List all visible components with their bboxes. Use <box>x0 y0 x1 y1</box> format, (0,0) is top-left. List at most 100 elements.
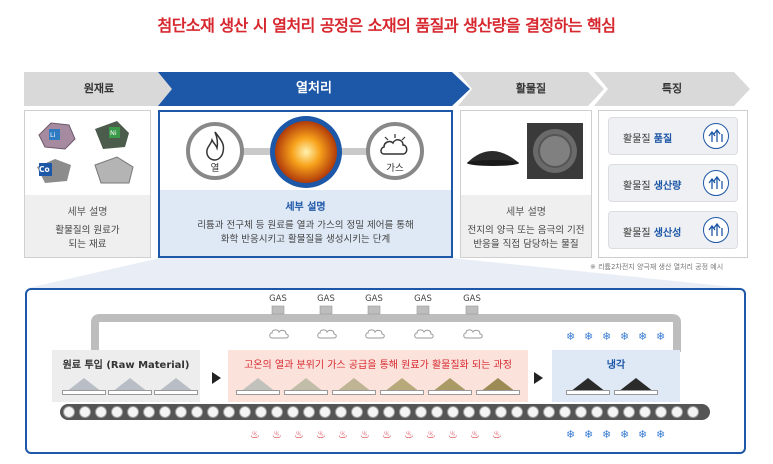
roller <box>319 406 331 418</box>
flame-icon: ♨ <box>294 428 304 441</box>
description-line: 전지의 양극 또는 음극의 기전 <box>467 225 585 236</box>
roller <box>447 406 459 418</box>
roller <box>303 406 315 418</box>
roller <box>559 406 571 418</box>
roller <box>255 406 267 418</box>
snowflake-icon: ❄ <box>638 428 648 441</box>
raw-material-description: 세부 설명 활물질의 원료가 되는 재료 <box>25 195 150 257</box>
gas-ring: 가스 <box>366 122 424 180</box>
roller <box>175 406 187 418</box>
roller <box>575 406 587 418</box>
stage-label: 원재료 <box>83 82 115 95</box>
material-tray <box>154 378 198 395</box>
stage-heat-treatment: 열처리 <box>158 72 470 106</box>
stage-label: 열처리 <box>296 81 332 96</box>
roller <box>239 406 251 418</box>
active-material-images <box>467 123 583 179</box>
material-tray <box>428 378 472 395</box>
heat-ring: 열 <box>186 122 244 180</box>
roller <box>207 406 219 418</box>
flame-icon: ♨ <box>426 428 436 441</box>
footnote: ※ 리튬2차전지 양극재 생산 열처리 공정 예시 <box>590 263 724 271</box>
roller <box>79 406 91 418</box>
description-line: 화학 반응시키고 활물질을 생성시키는 단계 <box>220 234 391 245</box>
flame-icon: ♨ <box>316 428 326 441</box>
feature-prefix: 활물질 <box>623 181 654 192</box>
description-title: 세부 설명 <box>506 207 546 218</box>
heat-caption: 열 <box>210 163 220 174</box>
raw-material-card: Li Ni Co 세부 설명 활물질의 원료가 되는 재료 <box>24 110 151 258</box>
feature-emphasis: 생산량 <box>653 181 682 192</box>
roller <box>63 406 75 418</box>
stage-label: 특징 <box>661 82 683 95</box>
roller <box>655 406 667 418</box>
gas-label: GAS <box>414 294 432 304</box>
roller <box>639 406 651 418</box>
trend-up-icon <box>703 217 729 243</box>
stage-active-material: 활물질 <box>458 72 604 106</box>
active-material-card: 세부 설명 전지의 양극 또는 음극의 기전 반응을 직접 담당하는 물질 <box>460 110 592 258</box>
stage-label: 활물질 <box>515 82 547 95</box>
description-title: 세부 설명 <box>67 207 108 218</box>
roller <box>687 406 699 418</box>
gas-label: GAS <box>317 294 335 304</box>
trend-up-icon <box>703 170 729 196</box>
raw-material-icons <box>37 121 134 184</box>
material-tray <box>236 378 280 395</box>
roller <box>111 406 123 418</box>
roller <box>607 406 619 418</box>
icon-label: Co <box>39 165 50 174</box>
snowflake-icon: ❄ <box>620 428 630 441</box>
feature-productivity: 활물질 생산성 <box>608 211 738 249</box>
roller <box>415 406 427 418</box>
snowflake-icon: ❄ <box>638 330 648 343</box>
roller <box>335 406 347 418</box>
flame-icon <box>206 131 225 161</box>
flame-icon: ♨ <box>338 428 348 441</box>
roller <box>367 406 379 418</box>
snowflake-icon: ❄ <box>656 428 666 441</box>
roller <box>223 406 235 418</box>
material-tray <box>614 378 658 395</box>
roller <box>591 406 603 418</box>
roller <box>287 406 299 418</box>
feature-emphasis: 품질 <box>653 134 673 145</box>
description-line: 반응을 직접 담당하는 물질 <box>473 239 579 250</box>
feature-prefix: 활물질 <box>623 228 654 239</box>
roller <box>271 406 283 418</box>
flame-icon: ♨ <box>250 428 260 441</box>
feature-output: 활물질 생산량 <box>608 164 738 202</box>
gas-label: GAS <box>269 294 287 304</box>
trend-up-icon <box>703 123 729 149</box>
zone-label: 냉각 <box>606 360 626 371</box>
material-tray <box>566 378 610 395</box>
roller <box>127 406 139 418</box>
zone-label: 원료 투입 (Raw Material) <box>62 360 190 371</box>
arrow-right-icon <box>212 372 221 384</box>
flame-icon: ♨ <box>360 428 370 441</box>
roller <box>495 406 507 418</box>
roller <box>527 406 539 418</box>
roller <box>431 406 443 418</box>
flame-icon: ♨ <box>382 428 392 441</box>
roller <box>479 406 491 418</box>
material-tray <box>284 378 328 395</box>
feature-prefix: 활물질 <box>623 134 654 145</box>
icon-label: Ni <box>110 129 117 137</box>
flame-icon: ♨ <box>492 428 502 441</box>
roller <box>95 406 107 418</box>
active-material-description: 세부 설명 전지의 양극 또는 음극의 기전 반응을 직접 담당하는 물질 <box>461 195 591 257</box>
roller <box>351 406 363 418</box>
flame-icon: ♨ <box>470 428 480 441</box>
snowflake-icon: ❄ <box>566 428 576 441</box>
roller <box>463 406 475 418</box>
roller <box>383 406 395 418</box>
feature-quality: 활물질 품질 <box>608 117 738 155</box>
description-title: 세부 설명 <box>285 202 326 213</box>
chevron-shape <box>458 72 604 106</box>
roller <box>671 406 683 418</box>
snowflake-icon: ❄ <box>620 330 630 343</box>
chevron-shape <box>594 72 750 106</box>
snowflake-icon: ❄ <box>602 330 612 343</box>
